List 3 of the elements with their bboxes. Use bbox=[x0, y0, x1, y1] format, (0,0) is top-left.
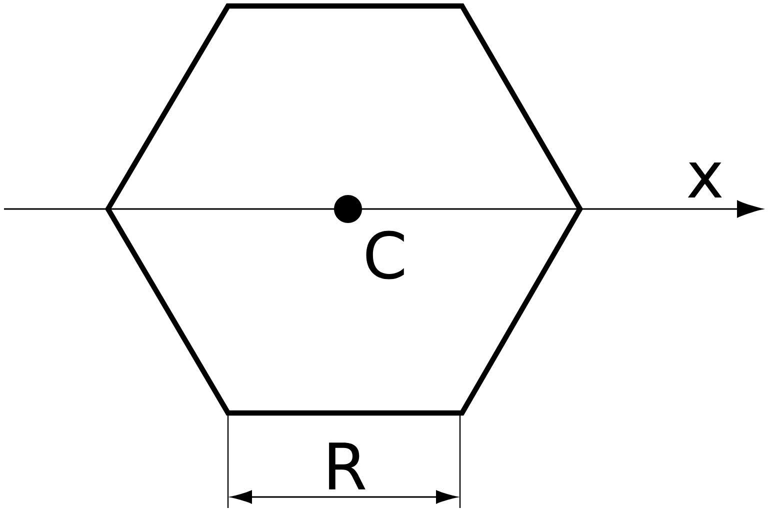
dimension-label: R bbox=[320, 440, 370, 492]
axis-label: x bbox=[684, 160, 726, 200]
point-label: C bbox=[360, 228, 410, 282]
